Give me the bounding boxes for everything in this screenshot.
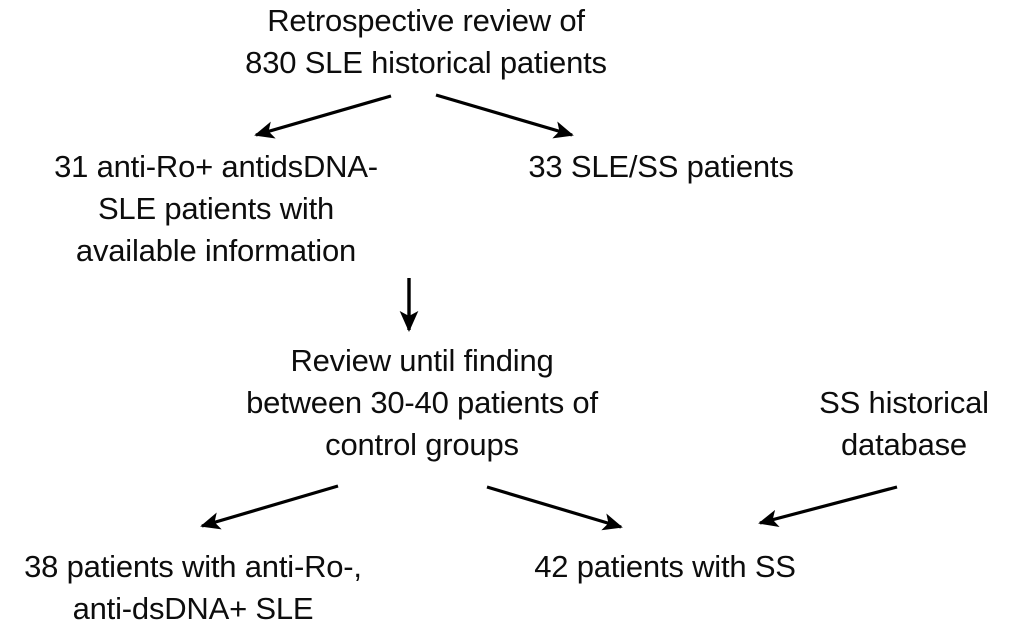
node-bottom-left: 38 patients with anti-Ro-, anti-dsDNA+ S… <box>24 549 362 620</box>
arrow-ss-database-to-bottom-right <box>758 485 898 527</box>
node-root: Retrospective review of 830 SLE historic… <box>245 3 607 80</box>
arrow-middle-to-bottom-right <box>486 485 623 531</box>
node-middle: Review until finding between 30-40 patie… <box>246 343 598 462</box>
arrow-root-to-left-branch <box>254 94 392 139</box>
node-left-branch: 31 anti-Ro+ antidsDNA- SLE patients with… <box>54 149 378 268</box>
arrow-root-to-right-branch <box>435 93 574 139</box>
node-ss-historical-database: SS historical database <box>819 385 989 462</box>
node-right-branch: 33 SLE/SS patients <box>528 149 794 184</box>
arrow-middle-to-bottom-left <box>200 484 339 530</box>
node-bottom-right: 42 patients with SS <box>534 549 796 584</box>
